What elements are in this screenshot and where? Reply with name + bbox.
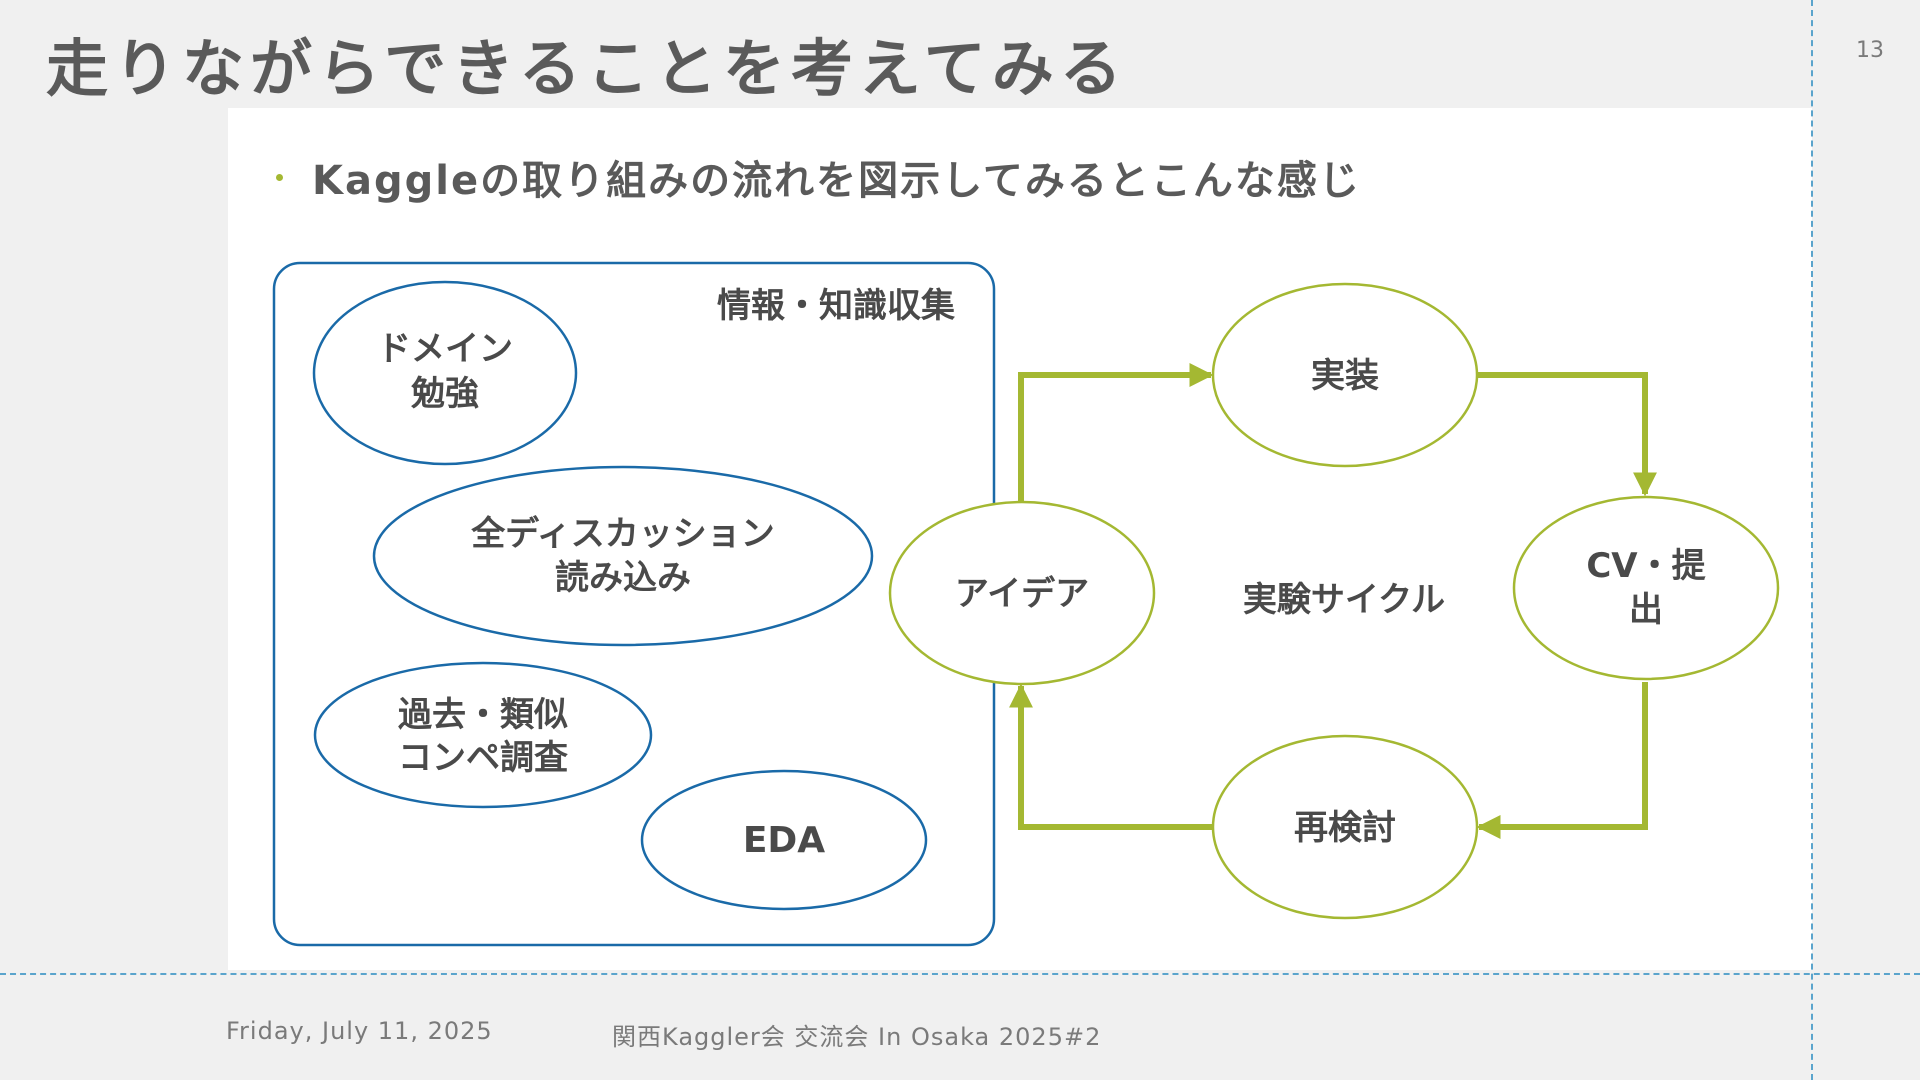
node-implementation: 実装 [1211,282,1479,468]
node-label-line: 過去・類似 [398,695,568,735]
node-idea: アイデア [888,500,1156,686]
horizontal-guide-line [0,973,1920,975]
node-label-line: 勉強 [411,374,479,414]
node-domain-study: ドメイン 勉強 [312,280,578,466]
node-label-line: 読み込み [555,558,691,598]
node-cv-submit: CV・提 出 [1512,495,1780,681]
node-label-line: CV・提 [1586,546,1705,586]
arrow-cv-to-review [1476,682,1648,839]
node-label-line: コンペ調査 [398,738,568,778]
cycle-label: 実験サイクル [1243,580,1445,620]
node-past-similar-competitions: 過去・類似 コンペ調査 [313,661,653,809]
node-label-line: アイデア [955,574,1089,614]
bullet-text: Kaggleの取り組みの流れを図示してみるとこんな感じ [312,158,1361,204]
footer-event-name: 関西Kaggler会 交流会 In Osaka 2025#2 [612,1023,1102,1051]
node-label-line: 全ディスカッション [470,514,775,554]
vertical-guide-line [1811,0,1813,1080]
node-label-line: ドメイン [377,329,513,369]
footer-date: Friday, July 11, 2025 [226,1017,493,1045]
arrow-implementation-to-cv [1475,372,1657,497]
node-eda: EDA [640,769,928,911]
arrow-review-to-idea [1009,683,1212,830]
knowledge-group-label: 情報・知識収集 [717,286,955,326]
arrow-idea-to-implementation [1018,363,1214,502]
bullet-dot-icon [276,174,283,181]
node-label-line: 再検討 [1294,808,1396,848]
node-review: 再検討 [1211,734,1479,920]
slide-title: 走りながらできることを考えてみる [46,32,1128,105]
node-read-all-discussions: 全ディスカッション 読み込み [372,465,874,647]
node-label-line: 出 [1629,590,1663,630]
node-label-line: 実装 [1311,356,1379,396]
node-label-line: EDA [743,820,825,861]
page-number: 13 [1856,38,1884,63]
